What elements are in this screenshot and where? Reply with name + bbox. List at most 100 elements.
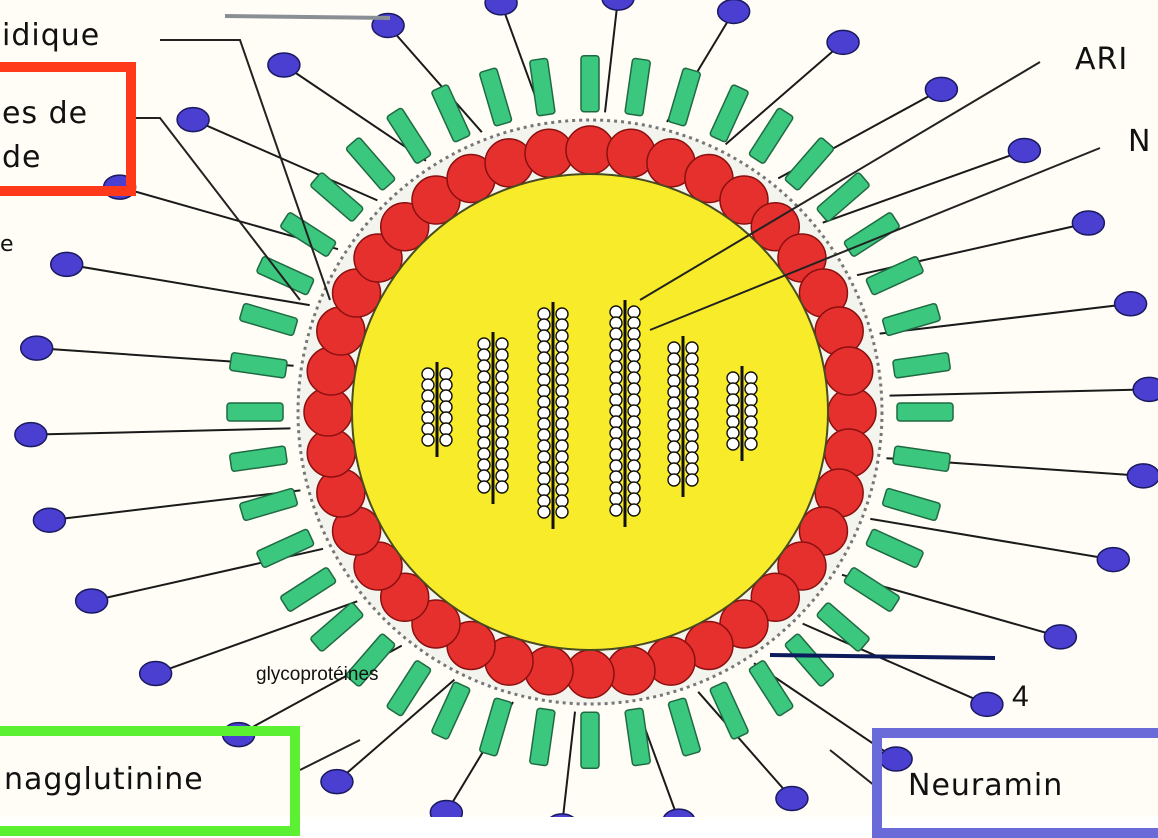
rna-bead	[496, 448, 508, 460]
spike	[229, 446, 287, 472]
rna-bead	[668, 430, 680, 442]
spike	[625, 58, 651, 116]
rna-bead	[538, 429, 550, 441]
label-hemagglutinine: nagglutinine	[4, 762, 204, 797]
rna-bead	[610, 438, 622, 450]
rna-bead	[628, 361, 640, 373]
rna-bead	[538, 385, 550, 397]
rna-bead	[478, 415, 490, 427]
rna-bead	[422, 423, 434, 435]
rna-bead	[496, 371, 508, 383]
spike	[386, 107, 431, 164]
knob	[776, 787, 808, 811]
spike	[256, 256, 314, 296]
rna-bead	[668, 353, 680, 365]
rna-bead	[496, 437, 508, 449]
rna-bead	[668, 474, 680, 486]
spike	[581, 712, 599, 768]
knob	[15, 423, 47, 447]
rna-bead	[610, 482, 622, 494]
spike	[866, 256, 924, 296]
rna-bead	[628, 306, 640, 318]
label-de: de	[2, 140, 42, 175]
spike	[784, 137, 834, 191]
rna-bead	[538, 407, 550, 419]
spike	[784, 633, 834, 687]
gray-indicator-line	[225, 16, 390, 18]
rna-bead	[496, 481, 508, 493]
rna-bead	[745, 394, 757, 406]
rna-bead	[610, 449, 622, 461]
knob	[21, 336, 53, 360]
spike	[709, 84, 749, 142]
rna-bead	[610, 493, 622, 505]
rna-bead	[556, 330, 568, 342]
knob-stalk	[562, 712, 575, 817]
rna-bead	[556, 418, 568, 430]
rna-bead	[556, 484, 568, 496]
rna-bead	[686, 474, 698, 486]
rna-bead	[745, 372, 757, 384]
rna-bead	[727, 416, 739, 428]
rna-bead	[538, 319, 550, 331]
rna-bead	[556, 352, 568, 364]
rna-bead	[496, 426, 508, 438]
rna-bead	[610, 460, 622, 472]
spike	[529, 708, 555, 766]
label-glycoproteines: glycoprotéines	[256, 664, 379, 686]
rna-bead	[556, 363, 568, 375]
rna-bead	[538, 396, 550, 408]
rna-bead	[538, 341, 550, 353]
rna-bead	[628, 460, 640, 472]
rna-bead	[556, 473, 568, 485]
rna-bead	[556, 374, 568, 386]
knob	[321, 770, 353, 794]
rna-bead	[538, 451, 550, 463]
rna-bead	[556, 462, 568, 474]
rna-bead	[745, 405, 757, 417]
rna-bead	[610, 416, 622, 428]
rna-bead	[628, 328, 640, 340]
rna-bead	[538, 330, 550, 342]
rna-bead	[668, 342, 680, 354]
label-neuraminidase: Neuramin	[908, 768, 1063, 803]
rna-bead	[556, 440, 568, 452]
rna-bead	[478, 360, 490, 372]
rna-bead	[610, 405, 622, 417]
label-number: 4	[1012, 680, 1029, 714]
rna-bead	[610, 394, 622, 406]
rna-bead	[440, 368, 452, 380]
rna-bead	[478, 470, 490, 482]
label-lipidique: idique	[2, 18, 100, 53]
knob	[1008, 138, 1040, 162]
rna-bead	[668, 419, 680, 431]
rna-bead	[727, 383, 739, 395]
rna-bead	[538, 462, 550, 474]
knob	[51, 252, 83, 276]
spike	[893, 446, 951, 472]
rna-bead	[556, 396, 568, 408]
rna-bead	[668, 463, 680, 475]
spike	[386, 660, 431, 717]
rna-bead	[496, 382, 508, 394]
spike	[479, 698, 512, 757]
rna-bead	[478, 393, 490, 405]
rna-bead	[727, 438, 739, 450]
rna-bead	[727, 427, 739, 439]
spike	[897, 403, 953, 421]
rna-bead	[496, 349, 508, 361]
rna-bead	[628, 405, 640, 417]
rna-bead	[478, 426, 490, 438]
label-proteines-de: es de	[2, 96, 88, 131]
knob	[430, 801, 462, 817]
spike	[748, 107, 793, 164]
rna-bead	[610, 350, 622, 362]
rna-bead	[628, 394, 640, 406]
rna-bead	[538, 506, 550, 518]
knob	[602, 0, 634, 10]
spike	[748, 660, 793, 717]
spike	[479, 68, 512, 127]
rna-bead	[538, 484, 550, 496]
virus-diagram: idique es de de e ARI N glycoprotéines 4…	[0, 0, 1158, 817]
rna-bead	[478, 448, 490, 460]
